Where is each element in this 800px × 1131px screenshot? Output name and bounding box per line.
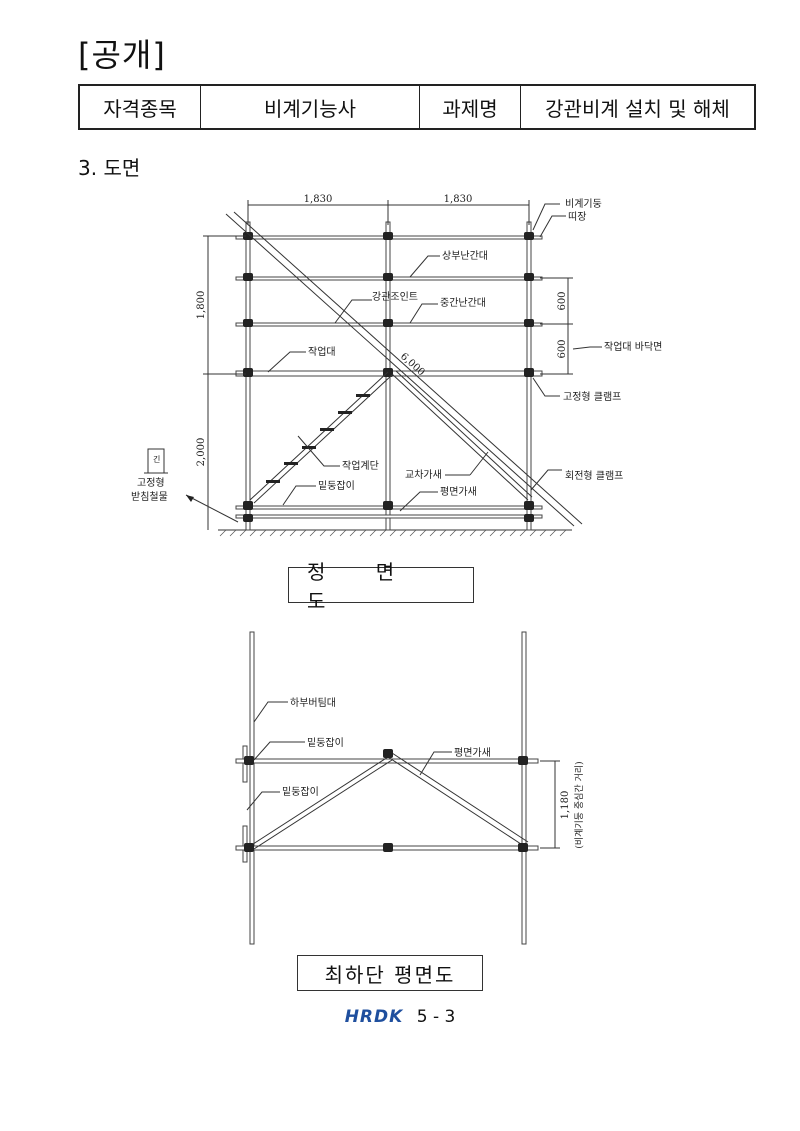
label-fixed-clamp: 고정형 클램프 bbox=[563, 391, 621, 403]
cell-task-value: 강관비계 설치 및 해체 bbox=[520, 84, 756, 130]
long-brace-a bbox=[225, 213, 575, 527]
plan-post-right bbox=[521, 631, 527, 945]
hrdk-logo: HRDK bbox=[344, 1007, 404, 1027]
label-cross-brace: 교차가새 bbox=[405, 469, 442, 481]
plan-brace-a bbox=[249, 756, 389, 847]
label-joint: 강관조인트 bbox=[372, 291, 418, 303]
page-title: [공개] bbox=[78, 36, 166, 74]
label-ledger: 띠장 bbox=[568, 211, 586, 223]
ground-hatch bbox=[219, 529, 567, 537]
plan-post-left bbox=[249, 631, 255, 945]
plan-clamps bbox=[244, 749, 528, 852]
cell-category-label: 자격종목 bbox=[78, 84, 201, 130]
label-swivel-clamp: 회전형 클램프 bbox=[565, 470, 623, 482]
plan-leaders bbox=[246, 701, 452, 811]
cross-brace-b bbox=[395, 370, 533, 498]
cell-category-value: 비계기능사 bbox=[200, 84, 420, 130]
cross-brace bbox=[391, 373, 529, 501]
plan-dim: 1,180 bbox=[560, 791, 571, 820]
label-post: 비계기둥 bbox=[565, 198, 602, 210]
label-platform: 작업대 bbox=[308, 345, 336, 358]
label-platform-floor: 작업대 바닥면 bbox=[604, 340, 662, 353]
long-brace-b bbox=[233, 211, 583, 525]
plan-brace-b2 bbox=[391, 752, 529, 843]
leader-lines bbox=[267, 203, 602, 512]
stair-stringer bbox=[249, 371, 389, 501]
page-number: 5 - 3 bbox=[416, 1007, 456, 1027]
dim-h-lower: 2,000 bbox=[196, 438, 207, 467]
front-view-caption: 정 면 도 bbox=[288, 560, 474, 613]
cell-task-label: 과제명 bbox=[419, 84, 521, 130]
label-mid-rail: 중간난간대 bbox=[440, 297, 486, 309]
plan-label-brace: 평면가새 bbox=[454, 747, 491, 759]
label-plan-brace: 평면가새 bbox=[440, 486, 477, 498]
dim-bay1: 1,830 bbox=[304, 194, 333, 205]
plan-label-sole: 하부버팀대 bbox=[290, 696, 336, 709]
plan-view-caption: 최하단 평면도 bbox=[297, 955, 483, 991]
dim-bay2: 1,830 bbox=[444, 194, 473, 205]
plan-brace-b bbox=[387, 756, 525, 847]
base-plate-arrow bbox=[185, 494, 239, 523]
plan-label-bottom1: 밑둥잡이 bbox=[307, 737, 344, 749]
label-stairs: 작업계단 bbox=[342, 459, 379, 472]
base-plate-symbol-glyph: 긴 bbox=[153, 454, 160, 464]
front-view: 1,830 1,830 1,800 2,000 600 600 6,000 bbox=[131, 194, 662, 537]
plan-ledger-top bbox=[235, 758, 539, 764]
label-bottom-ledger: 밑둥잡이 bbox=[318, 480, 355, 492]
dim-rail2: 600 bbox=[557, 339, 568, 358]
info-table: 자격종목 비계기능사 과제명 강관비계 설치 및 해체 bbox=[78, 84, 756, 130]
plan-label-bottom2: 밑둥잡이 bbox=[282, 786, 319, 798]
label-base-plate-1: 고정형 bbox=[137, 477, 165, 489]
section-title: 3. 도면 bbox=[78, 156, 141, 180]
plan-brace-a2 bbox=[253, 759, 393, 850]
plan-view: 1,180 (비계기둥 중심간 거리) 하부버팀대 밑둥잡이 평면가새 밑둥잡이 bbox=[235, 631, 585, 945]
label-base-plate-2: 받침철물 bbox=[131, 491, 168, 503]
label-top-rail: 상부난간대 bbox=[442, 250, 488, 262]
stair-treads bbox=[266, 394, 370, 483]
dim-h-upper: 1,800 bbox=[196, 291, 207, 320]
dim-rail1: 600 bbox=[557, 291, 568, 310]
page-footer: HRDK 5 - 3 bbox=[0, 1007, 800, 1027]
plan-dim-note: (비계기둥 중심간 거리) bbox=[573, 761, 585, 848]
